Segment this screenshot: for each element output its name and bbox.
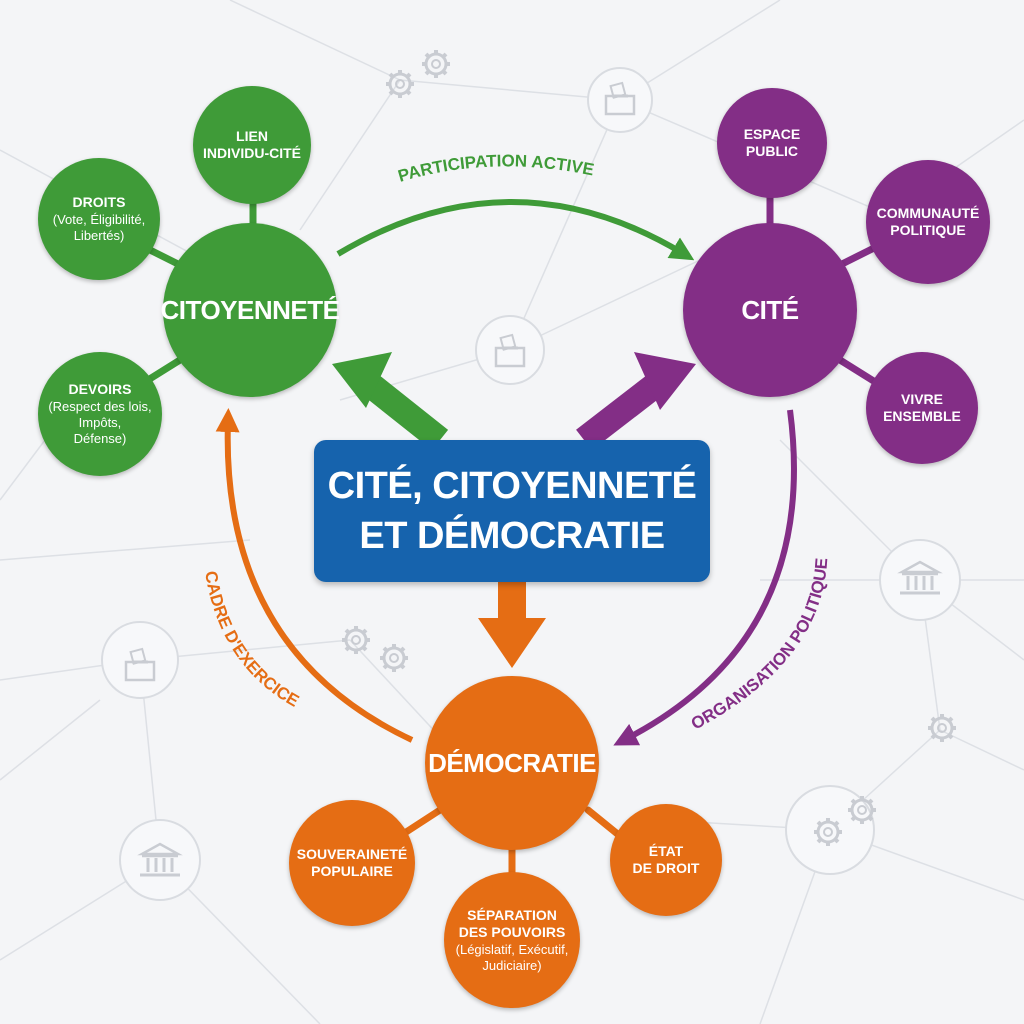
separation-pouvoirs-title: SÉPARATION DES POUVOIRS — [458, 906, 566, 940]
vivre-ensemble-node: VIVRE ENSEMBLE — [866, 352, 978, 464]
organisation-arrow — [613, 409, 797, 746]
devoirs-title: DEVOIRS — [68, 381, 132, 397]
vivre-ensemble-title: VIVRE ENSEMBLE — [883, 391, 961, 424]
communaute-politique-title: COMMUNAUTÉ POLITIQUE — [876, 205, 980, 238]
cadre-arrow — [215, 408, 414, 743]
center-to-cite-arrow — [576, 352, 696, 451]
citoyennete-node: CITOYENNETÉ — [160, 223, 340, 397]
cite-label: CITÉ — [741, 294, 799, 325]
souverainete-populaire-title: SOUVERAINETÉ POPULAIRE — [296, 846, 408, 879]
citoyennete-label: CITOYENNETÉ — [160, 294, 340, 325]
communaute-politique-node: COMMUNAUTÉ POLITIQUE — [866, 160, 990, 284]
lien-individu-cite-node: LIEN INDIVIDU-CITÉ — [193, 86, 311, 204]
cite-node: CITÉ — [683, 223, 857, 397]
droits-title: DROITS — [72, 194, 126, 210]
central-theme-title: CITÉ, CITOYENNETÉ ET DÉMOCRATIE — [327, 465, 697, 557]
center-to-democratie-arrow — [478, 582, 546, 668]
separation-pouvoirs-node: SÉPARATION DES POUVOIRS (Législatif, Exé… — [444, 872, 580, 1008]
separation-pouvoirs-detail: (Législatif, Exécutif, Judiciaire) — [455, 941, 569, 973]
souverainete-populaire-node: SOUVERAINETÉ POPULAIRE — [289, 800, 415, 926]
espace-public-title: ESPACE PUBLIC — [743, 126, 801, 159]
democratie-node: DÉMOCRATIE — [425, 676, 599, 850]
devoirs-detail: (Respect des lois, Impôts, Défense) — [48, 399, 152, 446]
etat-de-droit-title: ÉTAT DE DROIT — [632, 843, 700, 876]
participation-arrow — [336, 199, 695, 261]
droits-detail: (Vote, Éligibilité, Libertés) — [52, 212, 146, 243]
devoirs-node: DEVOIRS (Respect des lois, Impôts, Défen… — [38, 352, 162, 476]
center-to-citoyennete-arrow — [332, 352, 449, 451]
espace-public-node: ESPACE PUBLIC — [717, 88, 827, 198]
organisation-label: ORGANISATION POLITIQUE — [688, 557, 831, 733]
participation-label: PARTICIPATION ACTIVE — [396, 151, 596, 185]
central-theme-box: CITÉ, CITOYENNETÉ ET DÉMOCRATIE — [314, 440, 710, 582]
democratie-label: DÉMOCRATIE — [428, 747, 596, 778]
etat-de-droit-node: ÉTAT DE DROIT — [610, 804, 722, 916]
droits-node: DROITS (Vote, Éligibilité, Libertés) — [38, 158, 160, 280]
lien-individu-cite-title: LIEN INDIVIDU-CITÉ — [203, 128, 301, 161]
